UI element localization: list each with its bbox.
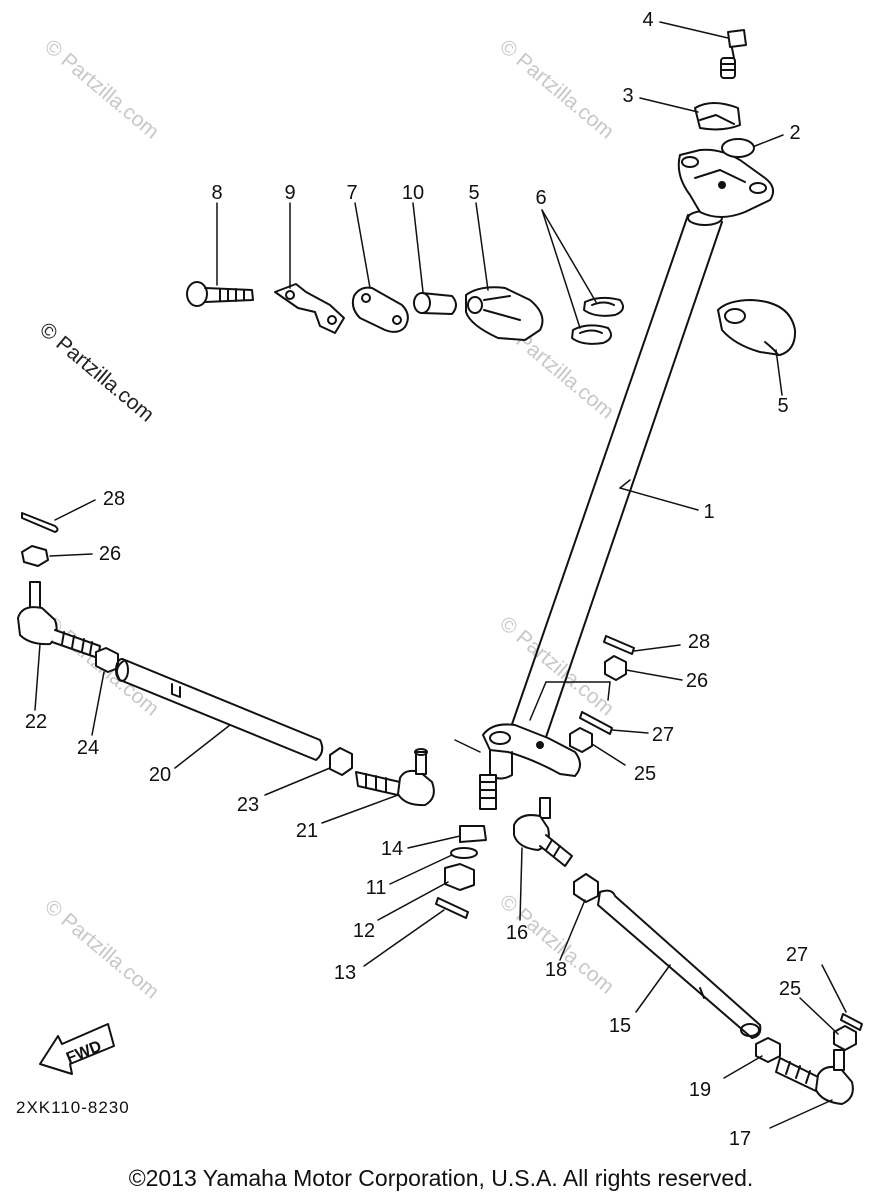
callout-2: 2 xyxy=(789,122,801,144)
tie-rod-end-21 xyxy=(355,748,435,807)
shaft-top-bracket xyxy=(677,148,775,218)
castle-nut-12 xyxy=(444,863,475,891)
tie-rod-end-22 xyxy=(17,581,101,659)
washer-14 xyxy=(459,825,487,843)
collar-part-2 xyxy=(721,138,755,158)
callout-12: 12 xyxy=(352,920,376,942)
callout-10: 10 xyxy=(401,182,425,204)
nut-24 xyxy=(95,647,119,673)
callout-5: 5 xyxy=(468,182,480,204)
callout-5: 5 xyxy=(777,395,789,417)
callout-27: 27 xyxy=(651,724,675,746)
callout-4: 4 xyxy=(642,9,654,31)
bracket-part-5-left xyxy=(465,286,544,341)
callout-9: 9 xyxy=(284,182,296,204)
bolt-part-4 xyxy=(720,29,747,79)
callout-15: 15 xyxy=(608,1015,632,1037)
steering-shaft xyxy=(509,210,723,741)
nut-19 xyxy=(755,1037,781,1063)
callout-14: 14 xyxy=(380,838,404,860)
callout-24: 24 xyxy=(76,737,100,759)
callout-28: 28 xyxy=(102,488,126,510)
callout-28: 28 xyxy=(687,631,711,653)
washer-11 xyxy=(450,847,478,859)
copyright-notice: ©2013 Yamaha Motor Corporation, U.S.A. A… xyxy=(128,1165,754,1191)
nut-26-left xyxy=(21,545,49,567)
bushing-part-10 xyxy=(413,292,457,315)
callout-25: 25 xyxy=(778,978,802,1000)
callout-26: 26 xyxy=(685,670,709,692)
callout-20: 20 xyxy=(148,764,172,786)
washers-part-6 xyxy=(571,296,625,345)
cotter-pin-27-lower xyxy=(840,1013,863,1031)
callout-23: 23 xyxy=(236,794,260,816)
pitman-arm xyxy=(479,723,581,810)
nut-25-upper xyxy=(569,727,593,753)
plate-part-7 xyxy=(351,286,409,333)
callout-8: 8 xyxy=(211,182,223,204)
callout-18: 18 xyxy=(544,959,568,981)
callout-26: 26 xyxy=(98,543,122,565)
tie-rod-tube-15 xyxy=(597,889,762,1039)
cotter-pin-28-right xyxy=(603,635,635,655)
bolt-part-8 xyxy=(186,281,254,307)
tie-rod-end-16 xyxy=(513,797,573,867)
fwd-arrow-icon xyxy=(39,1023,115,1075)
clamp-detail xyxy=(699,114,735,125)
callout-3: 3 xyxy=(622,85,634,107)
leader-lines xyxy=(34,21,847,1129)
callout-25: 25 xyxy=(633,763,657,785)
plate-part-9 xyxy=(274,283,345,334)
callout-27: 27 xyxy=(785,944,809,966)
nut-18 xyxy=(573,873,599,903)
callout-19: 19 xyxy=(688,1079,712,1101)
tie-rod-end-17 xyxy=(775,1049,854,1105)
nut-26-right xyxy=(604,655,627,681)
callout-17: 17 xyxy=(728,1128,752,1150)
callout-1: 1 xyxy=(703,501,715,523)
callout-11: 11 xyxy=(365,877,387,899)
callout-21: 21 xyxy=(295,820,319,842)
diagram-code: 2XK110-8230 xyxy=(16,1098,130,1117)
cotter-pin-27-upper xyxy=(579,711,613,735)
callout-22: 22 xyxy=(24,711,48,733)
cotter-pin-13 xyxy=(435,897,469,919)
cotter-pin-28-left xyxy=(21,512,59,533)
nut-25-lower xyxy=(833,1025,857,1051)
callout-16: 16 xyxy=(505,922,529,944)
callout-13: 13 xyxy=(333,962,357,984)
callout-6: 6 xyxy=(535,187,547,209)
callout-7: 7 xyxy=(346,182,358,204)
tie-rod-tube-20 xyxy=(115,658,324,761)
bracket-part-5-right xyxy=(717,299,797,356)
nut-23 xyxy=(329,747,353,776)
